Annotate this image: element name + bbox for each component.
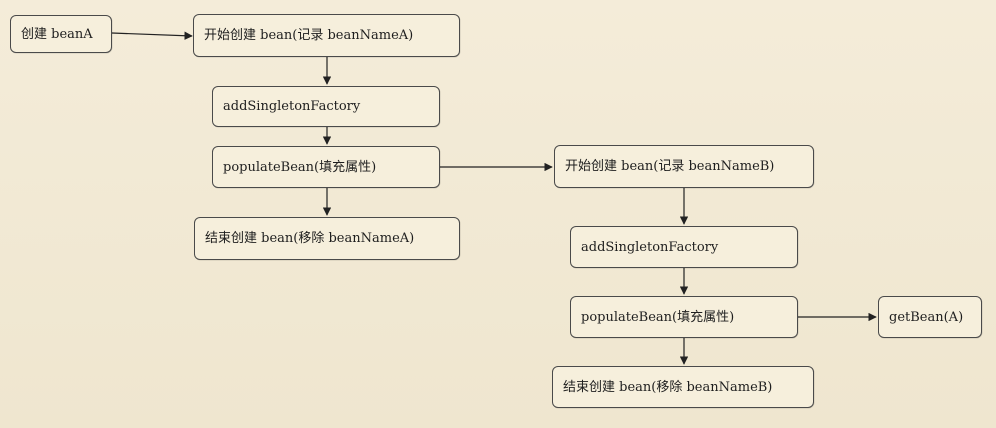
node-add-singleton-factory-b-label: addSingletonFactory (581, 239, 719, 255)
node-add-singleton-factory-a-label: addSingletonFactory (223, 99, 361, 114)
node-populate-bean-b-label: populateBean(填充属性) (581, 309, 735, 325)
node-add-singleton-factory-b[interactable]: addSingletonFactory (570, 226, 798, 268)
node-end-create-b-label: 结束创建 bean(移除 beanNameB) (563, 379, 773, 395)
edge-create-bean-a-to-start-create-a (111, 31, 193, 40)
node-start-create-a[interactable]: 开始创建 bean(记录 beanNameA) (193, 14, 460, 57)
node-get-bean-a[interactable]: getBean(A) (878, 296, 982, 338)
node-create-bean-a-label: 创建 beanA (21, 26, 93, 42)
node-populate-bean-b[interactable]: populateBean(填充属性) (570, 296, 798, 338)
node-populate-bean-a-label: populateBean(填充属性) (223, 159, 377, 175)
node-start-create-b-label: 开始创建 bean(记录 beanNameB) (565, 159, 775, 174)
node-add-singleton-factory-a[interactable]: addSingletonFactory (212, 86, 440, 127)
node-create-bean-a[interactable]: 创建 beanA (10, 15, 112, 53)
node-start-create-b[interactable]: 开始创建 bean(记录 beanNameB) (554, 145, 814, 188)
node-end-create-a[interactable]: 结束创建 bean(移除 beanNameA) (194, 217, 460, 260)
node-populate-bean-a[interactable]: populateBean(填充属性) (212, 146, 440, 188)
node-start-create-a-label: 开始创建 bean(记录 beanNameA) (204, 28, 414, 43)
node-end-create-a-label: 结束创建 bean(移除 beanNameA) (205, 231, 415, 246)
node-get-bean-a-label: getBean(A) (889, 309, 964, 325)
node-end-create-b[interactable]: 结束创建 bean(移除 beanNameB) (552, 366, 814, 408)
